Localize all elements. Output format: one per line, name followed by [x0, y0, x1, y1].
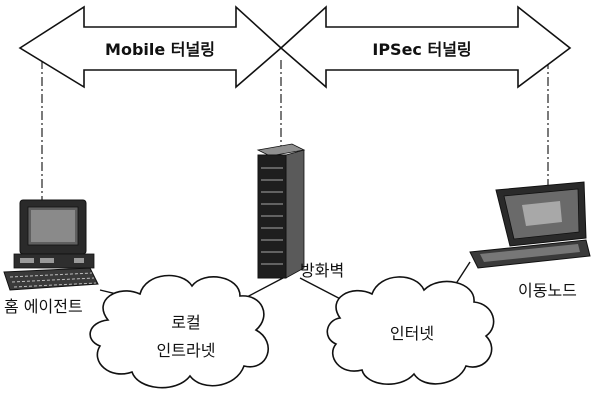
- mobile-node-label: 이동노드: [518, 281, 577, 300]
- internet-cloud: 인터넷: [326, 276, 495, 385]
- mobile-node-laptop-icon: [469, 181, 591, 269]
- home-agent-computer-icon: [3, 199, 99, 291]
- home-agent-label: 홈 에이전트: [4, 297, 83, 316]
- mobile-tunnel-label: Mobile 터널링: [105, 40, 215, 59]
- local-intranet-cloud: 로컬 인트라넷: [89, 274, 269, 389]
- internet-cloud-shape: [326, 276, 495, 385]
- local-intranet-cloud-shape: [89, 274, 269, 389]
- firewall-rack-icon: [256, 143, 306, 279]
- ipsec-tunnel-arrow-shape: [279, 5, 572, 89]
- ipsec-tunnel-arrow: IPSec 터널링: [279, 5, 572, 89]
- local-intranet-label-line2: 인트라넷: [157, 341, 216, 360]
- local-intranet-label-line1: 로컬: [171, 313, 200, 332]
- firewall-label: 방화벽: [300, 261, 344, 280]
- guide-lines: [41, 60, 549, 200]
- ipsec-tunnel-label: IPSec 터널링: [372, 40, 471, 59]
- internet-label: 인터넷: [390, 324, 434, 343]
- mobile-tunnel-arrow: Mobile 터널링: [18, 5, 283, 89]
- link-firewall-intranet: [244, 277, 284, 299]
